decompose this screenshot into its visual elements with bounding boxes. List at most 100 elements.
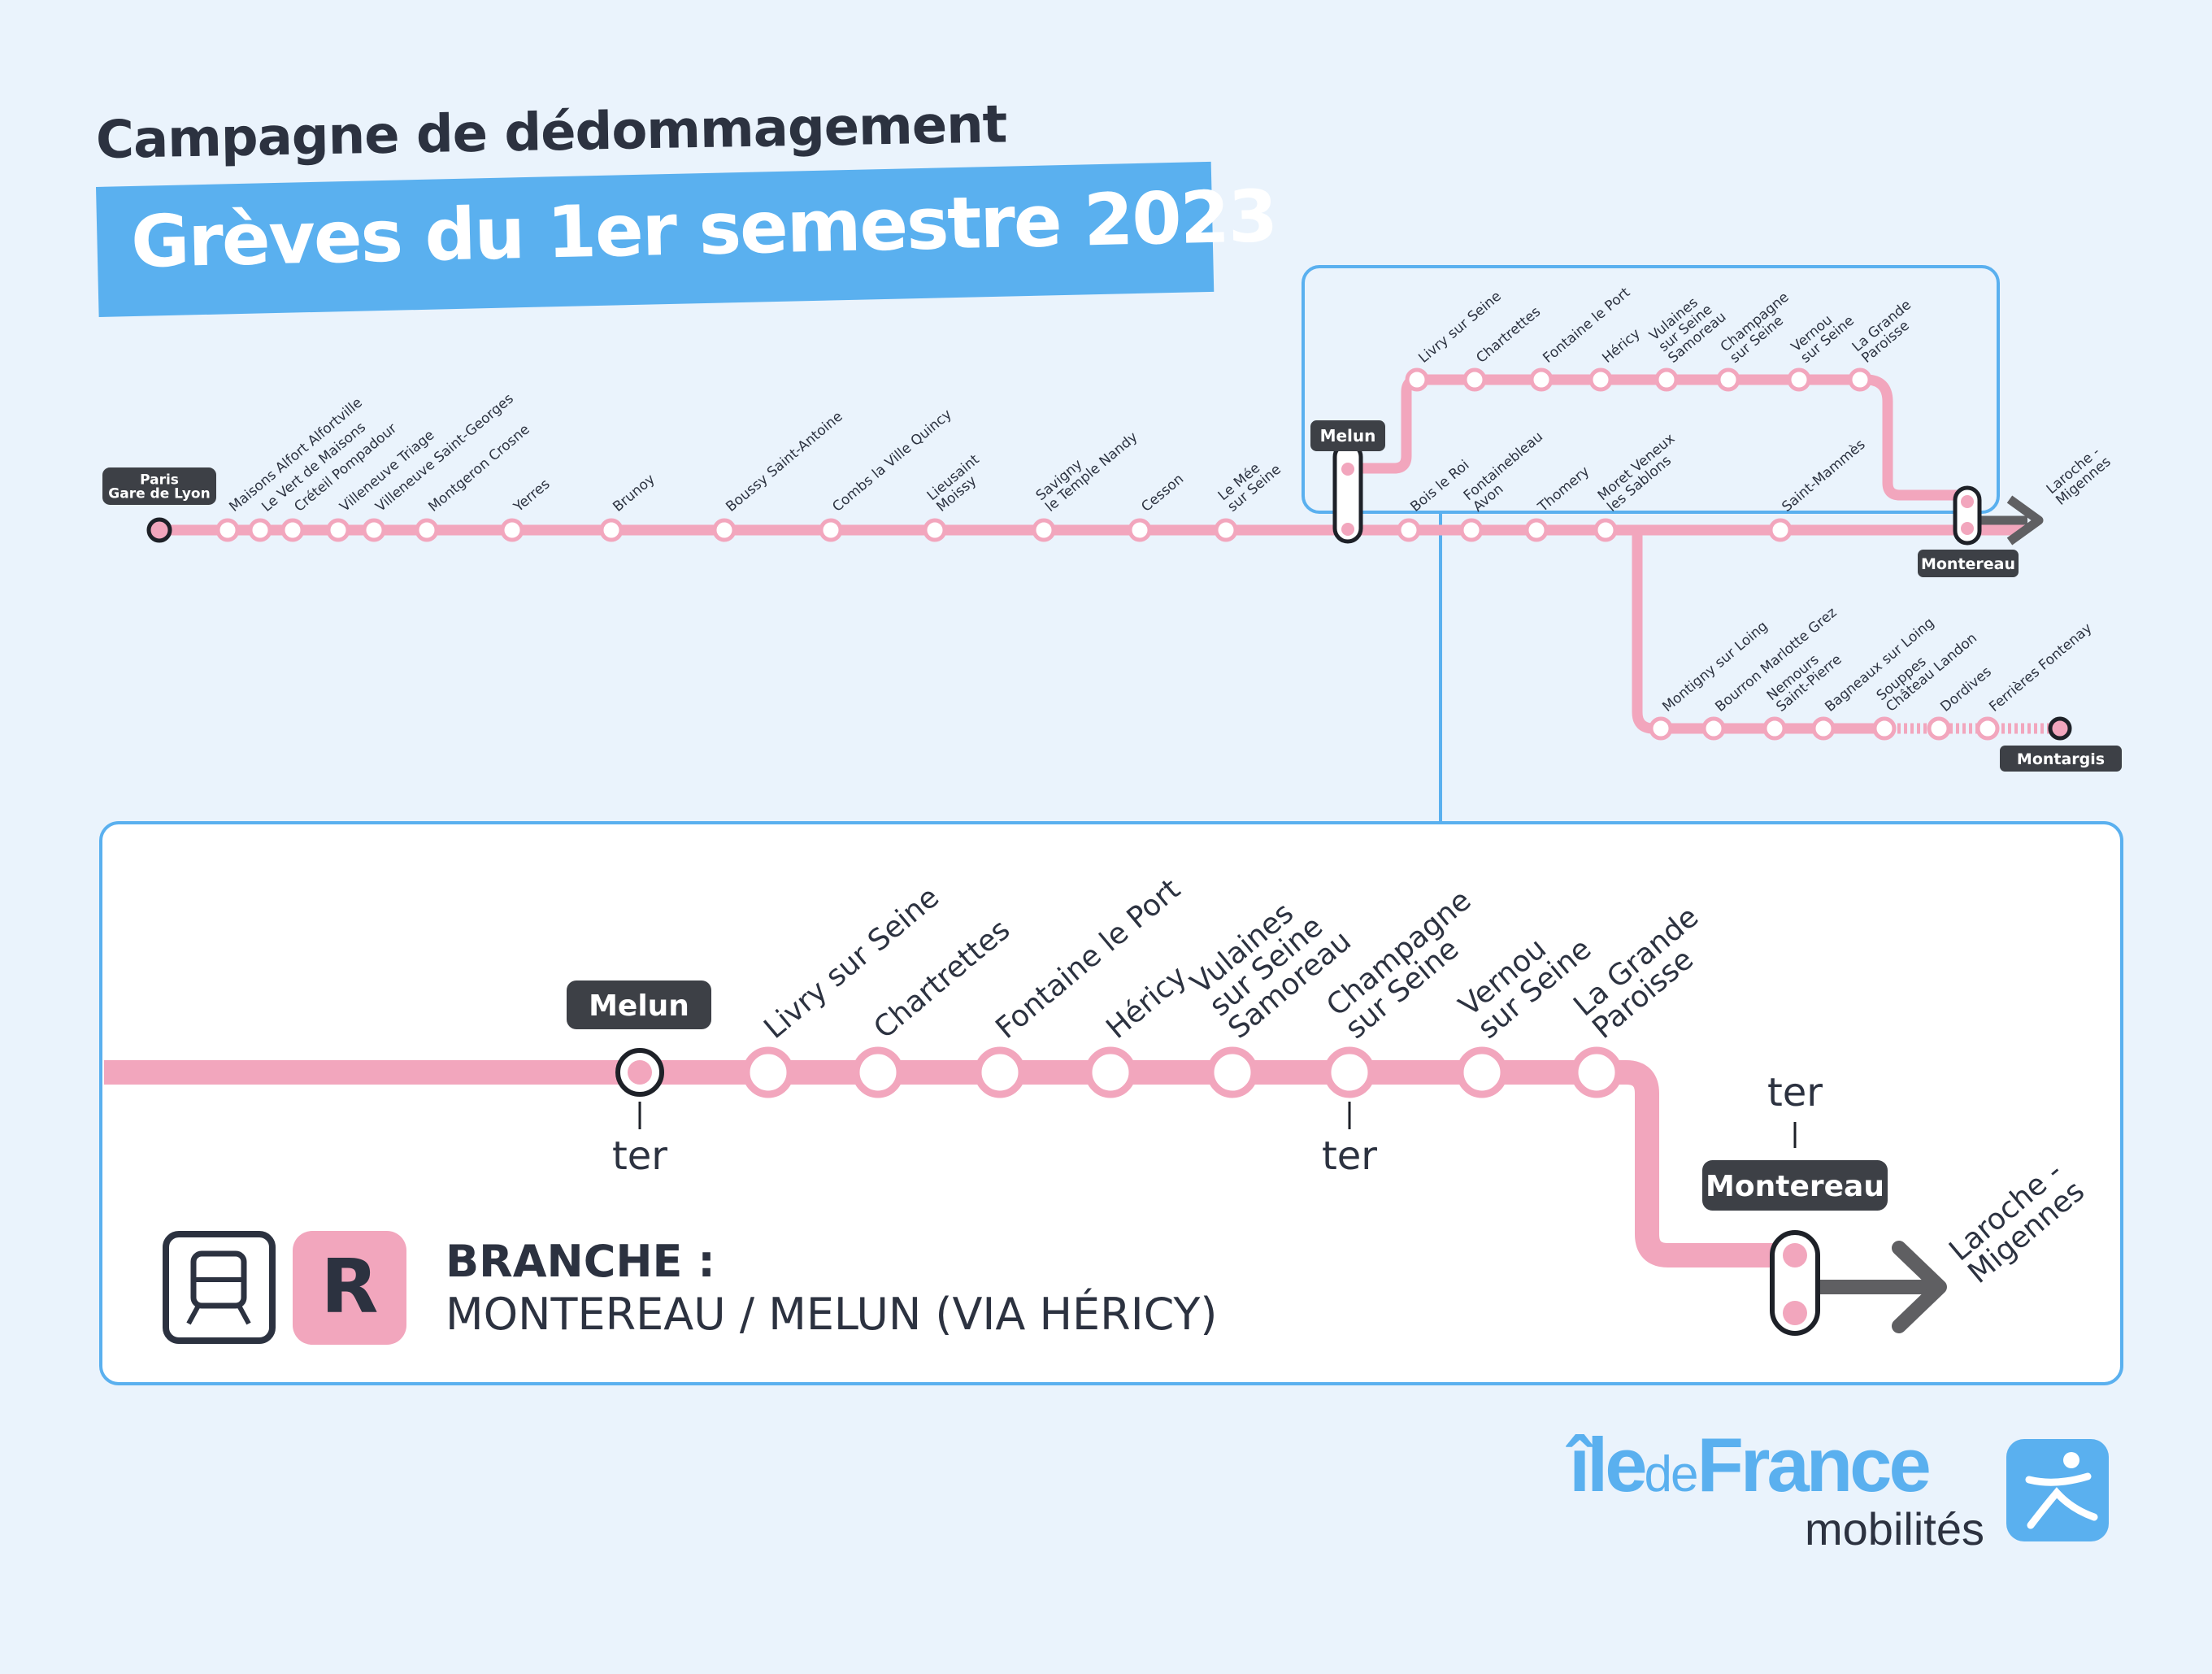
train-icon-rail-left (186, 1304, 201, 1325)
label-main-6: Yerres (511, 476, 554, 516)
melun-dot-top (1341, 463, 1354, 476)
station-hericy-0 (1405, 367, 1429, 392)
label-montargis: Montargis (2017, 750, 2105, 768)
station-main-11 (1032, 518, 1056, 542)
station-montargis-1 (1701, 716, 1726, 741)
detail-label-melun-box (567, 980, 711, 1029)
ter-icon-montereau: ter (1767, 1070, 1823, 1115)
label-melun-box (1310, 420, 1385, 451)
label-paris-box (102, 467, 216, 505)
detail-station-0 (742, 1046, 794, 1098)
station-main-6 (500, 518, 524, 542)
station-main-13 (1214, 518, 1238, 542)
line-r-badge (293, 1231, 406, 1345)
station-montargis-3 (1811, 716, 1836, 741)
station-main-10 (923, 518, 947, 542)
hericy-branch-line (1348, 374, 1966, 501)
label-main-11: Savignyle Temple Nandy (1033, 418, 1141, 515)
station-main-2 (280, 518, 305, 542)
label-hericy-3: Héricy (1599, 326, 1644, 367)
detail-label-montereau-box (1702, 1160, 1888, 1211)
station-moret-2 (1524, 518, 1549, 542)
label-main-8: Boussy Saint-Antoine (723, 408, 845, 515)
highlight-frame (1302, 265, 2000, 514)
station-montargis-5 (1927, 716, 1951, 741)
label-melun: Melun (1320, 426, 1376, 446)
train-icon-body (190, 1250, 247, 1309)
branch-title: BRANCHE : (445, 1236, 715, 1287)
logo-ile: île (1569, 1422, 1647, 1507)
label-main-10: LieusaintMoissy (924, 451, 993, 515)
detail-panel (99, 821, 2123, 1385)
montereau-dot-bottom (1961, 522, 1974, 535)
montereau-dot-top (1961, 495, 1974, 508)
label-moret-2: Thomery (1535, 463, 1593, 516)
label-montargis-6: Ferrières Fontenay (1986, 620, 2095, 715)
branch-route: MONTEREAU / MELUN (VIA HÉRICY) (445, 1289, 1217, 1340)
station-main-9 (819, 518, 843, 542)
station-terminus-montargis (2048, 716, 2072, 741)
idfm-logo-icon (2006, 1439, 2109, 1541)
label-hericy-6: Vernousur Seine (1788, 302, 1858, 367)
label-moret-0: Bois le Roi (1407, 457, 1472, 515)
station-hericy-3 (1588, 367, 1613, 392)
station-hericy-1 (1462, 367, 1487, 392)
label-montargis-box (2000, 746, 2122, 772)
label-montereau-box (1918, 550, 2019, 577)
station-main-4 (362, 518, 386, 542)
station-montargis-2 (1762, 716, 1787, 741)
station-hericy-5 (1716, 367, 1740, 392)
label-montargis-5: Dordives (1937, 663, 1994, 715)
detail-station-4 (1206, 1046, 1258, 1098)
logo-france: France (1697, 1422, 1931, 1507)
label-main-7: Brunoy (610, 472, 658, 515)
ter-icon-melun: ter (612, 1133, 667, 1179)
label-hericy-7: La GrandeParoisse (1849, 297, 1924, 367)
idfm-logo-wordmark: îledeFrance (1569, 1421, 1932, 1509)
detail-montereau-dot-bottom (1783, 1301, 1807, 1325)
detail-station-3 (1084, 1046, 1136, 1098)
station-hericy-2 (1529, 367, 1554, 392)
logo-de: de (1644, 1446, 1699, 1502)
label-moret-3: Moret Veneuxles Sablons (1595, 430, 1688, 515)
station-main-5 (415, 518, 439, 542)
label-main-13: Le Méesur Seine (1215, 450, 1284, 515)
train-icon-rail-right (237, 1304, 251, 1325)
station-main-8 (712, 518, 737, 542)
station-main-3 (326, 518, 350, 542)
detail-melun-dot (628, 1060, 652, 1085)
detail-label-montereau: Montereau (1706, 1170, 1884, 1203)
label-montereau: Montereau (1921, 555, 2015, 573)
station-montargis-0 (1649, 716, 1673, 741)
station-moret-0 (1397, 518, 1421, 542)
station-terminus-paris (146, 517, 172, 543)
detail-label-melun: Melun (589, 989, 689, 1023)
detail-station-1 (852, 1046, 904, 1098)
melun-dot-bottom (1341, 523, 1354, 536)
station-hericy-7 (1848, 367, 1872, 392)
label-main-12: Cesson (1138, 471, 1187, 515)
train-icon (163, 1231, 276, 1344)
detail-station-5 (1323, 1046, 1375, 1098)
detail-station-6 (1456, 1046, 1508, 1098)
station-montargis-4 (1872, 716, 1897, 741)
detail-station-7 (1571, 1046, 1623, 1098)
station-main-12 (1128, 518, 1152, 542)
detail-arrow-head (1892, 1241, 1947, 1333)
detail-line (104, 1060, 1793, 1267)
ter-icon-champagne: ter (1322, 1133, 1377, 1179)
station-main-7 (599, 518, 624, 542)
label-hericy-5: Champagnesur Seine (1718, 289, 1801, 367)
label-hericy-4: Vulainessur SeineSamoreau (1646, 286, 1729, 366)
label-laroche: Laroche -Migennes (2044, 442, 2114, 509)
station-moret-4 (1768, 518, 1793, 542)
station-main-1 (248, 518, 272, 542)
station-main-0 (215, 518, 240, 542)
detail-montereau-dot-top (1783, 1243, 1807, 1267)
logo-mobilites: mobilités (1805, 1503, 1984, 1554)
station-hericy-6 (1787, 367, 1811, 392)
station-montargis-6 (1975, 716, 2000, 741)
station-moret-1 (1459, 518, 1484, 542)
